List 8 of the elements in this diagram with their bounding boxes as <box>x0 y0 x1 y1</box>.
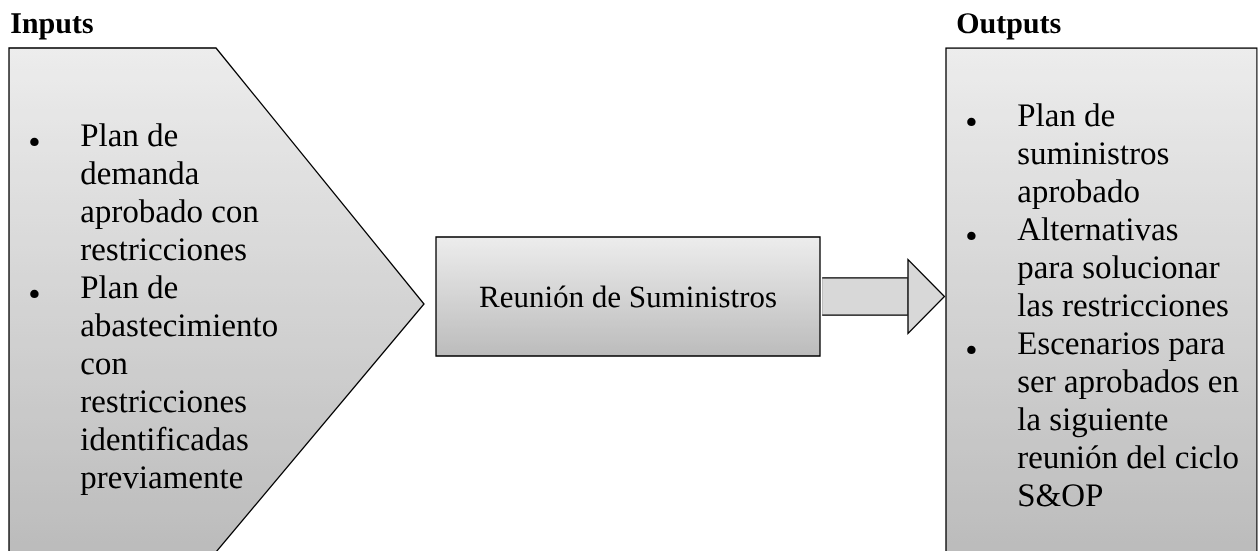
heading: Outputs <box>957 13 1061 40</box>
list-item: Escenarios para ser aprobados en la siguiente reunión del ciclo S&OP <box>1017 332 1239 507</box>
list-item: Plan de abastecimiento con restricciones identificadas previamente <box>80 275 277 496</box>
list-item: Plan de demanda aprobado con restricciones <box>80 123 259 261</box>
heading: Inputs <box>11 13 93 40</box>
list-item: Plan de suministros aprobado <box>1018 103 1169 210</box>
process-box: Reunión de Suministros <box>435 236 821 357</box>
list-item: Alternativas para solucionar las restricciones <box>1017 217 1228 317</box>
